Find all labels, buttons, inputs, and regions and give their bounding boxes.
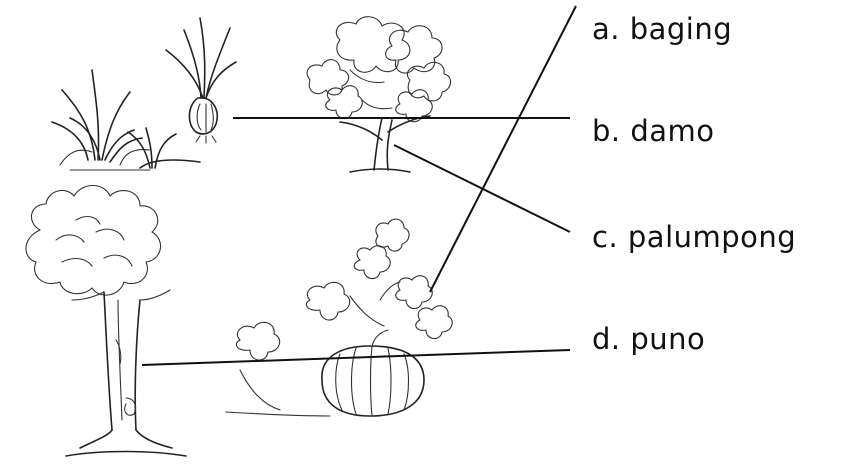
option-c-word: palumpong [627,220,797,254]
option-c-letter: c. [592,220,619,254]
line-vine-to-baging [429,5,577,293]
option-a-letter: a. [592,12,620,46]
option-a-word: baging [629,12,733,46]
option-d-word: puno [630,322,706,356]
option-b-letter: b. [592,114,621,148]
tree-picture [25,184,187,457]
option-c-label: c. palumpong [592,220,796,254]
pumpkin-vine-picture [225,218,453,417]
shrub-picture [306,16,452,173]
option-d-label: d. puno [592,322,705,356]
line-shrub-to-palumpong [393,144,571,233]
option-d-letter: d. [592,322,621,356]
answer-lines [141,5,577,366]
option-b-word: damo [630,114,715,148]
line-tree-to-puno [141,349,571,366]
option-a-label: a. baging [592,12,732,46]
option-b-label: b. damo [592,114,715,148]
grass-onion-picture [51,17,237,171]
